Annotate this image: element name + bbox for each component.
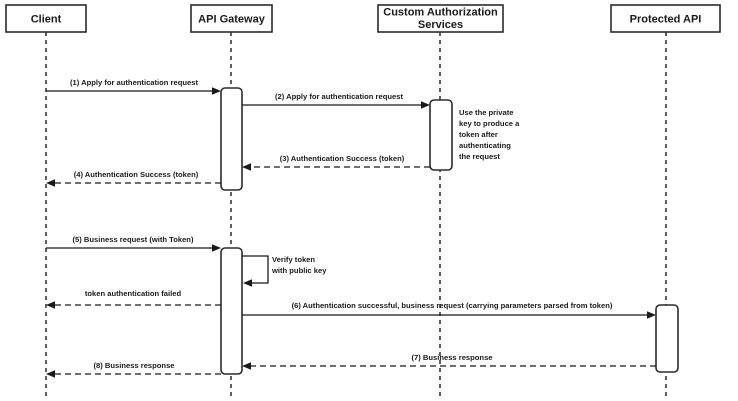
message-1-label: (1) Apply for authentication request	[70, 78, 198, 87]
message-6-label: (6) Authentication successful, business …	[292, 301, 613, 310]
participant-label-api-gateway: API Gateway	[198, 13, 266, 25]
participant-box-api-gateway[interactable]	[190, 4, 273, 33]
message-1[interactable]: (1) Apply for authentication request	[46, 78, 221, 95]
message-self-verify-token[interactable]: Verify token with public key	[242, 255, 327, 287]
activation-gateway-business[interactable]	[220, 247, 243, 375]
participant-custom-authorization-services[interactable]: Custom Authorization Services	[377, 4, 504, 33]
message-3[interactable]: (3) Authentication Success (token)	[242, 154, 430, 171]
message-6-arrowhead	[647, 311, 656, 319]
message-3-label: (3) Authentication Success (token)	[280, 154, 405, 163]
participant-label-client: Client	[31, 13, 62, 25]
participant-label-custom-authorization-services-line1: Custom Authorization	[383, 6, 498, 18]
message-2[interactable]: (2) Apply for authentication request	[242, 92, 430, 109]
activation-bar-api-gateway-business[interactable]	[220, 247, 243, 375]
message-8[interactable]: (8) Business response	[46, 361, 221, 378]
participant-label-custom-authorization-services-line2: Services	[418, 19, 463, 31]
note-private-key-line-4: authenticating	[459, 141, 511, 150]
message-7[interactable]: (7) Business response	[242, 353, 656, 370]
participant-protected-api[interactable]: Protected API	[610, 4, 721, 33]
participant-api-gateway[interactable]: API Gateway	[190, 4, 273, 33]
note-private-key-line-1: Use the private	[459, 108, 513, 117]
message-7-label: (7) Business response	[411, 353, 492, 362]
message-2-arrowhead	[421, 101, 430, 109]
message-self-verify-token-line	[242, 255, 269, 284]
message-1-arrowhead	[212, 87, 221, 95]
message-token-authentication-failed[interactable]: token authentication failed	[46, 289, 221, 309]
activation-bar-api-gateway-auth[interactable]	[220, 87, 243, 191]
participant-client[interactable]: Client	[5, 4, 87, 33]
message-8-label: (8) Business response	[93, 361, 174, 370]
message-4-label: (4) Authentication Success (token)	[74, 170, 199, 179]
activation-bar-custom-authorization-services[interactable]	[429, 99, 453, 171]
message-4-arrowhead	[46, 179, 55, 187]
message-7-arrowhead	[242, 362, 251, 370]
activation-protected-api[interactable]	[655, 304, 679, 373]
message-3-arrowhead	[242, 163, 251, 171]
message-4[interactable]: (4) Authentication Success (token)	[46, 170, 221, 187]
note-private-key-line-5: the request	[459, 152, 500, 161]
participant-box-protected-api[interactable]	[610, 4, 721, 33]
lifelines-group	[45, 32, 667, 399]
activation-bar-protected-api[interactable]	[655, 304, 679, 373]
message-self-verify-token-label-line2: with public key	[271, 266, 327, 275]
activation-gateway-auth[interactable]	[220, 87, 243, 191]
message-2-label: (2) Apply for authentication request	[275, 92, 403, 101]
message-token-authentication-failed-label: token authentication failed	[85, 289, 182, 298]
participant-box-client[interactable]	[5, 4, 87, 33]
message-self-verify-token-arrowhead	[243, 279, 252, 287]
message-5-label: (5) Business request (with Token)	[73, 235, 194, 244]
note-private-key: Use the private key to produce a token a…	[459, 108, 520, 161]
message-5-arrowhead	[212, 244, 221, 252]
message-token-authentication-failed-arrowhead	[46, 301, 55, 309]
participant-box-custom-authorization-services[interactable]	[377, 4, 504, 33]
activation-authsvc[interactable]	[429, 99, 453, 171]
message-8-arrowhead	[46, 370, 55, 378]
note-private-key-line-2: key to produce a	[459, 119, 520, 128]
participant-label-protected-api: Protected API	[630, 13, 702, 25]
message-5[interactable]: (5) Business request (with Token)	[46, 235, 221, 252]
note-private-key-line-3: token after	[459, 130, 498, 139]
message-6[interactable]: (6) Authentication successful, business …	[242, 301, 656, 319]
message-self-verify-token-label-line1: Verify token	[272, 255, 315, 264]
